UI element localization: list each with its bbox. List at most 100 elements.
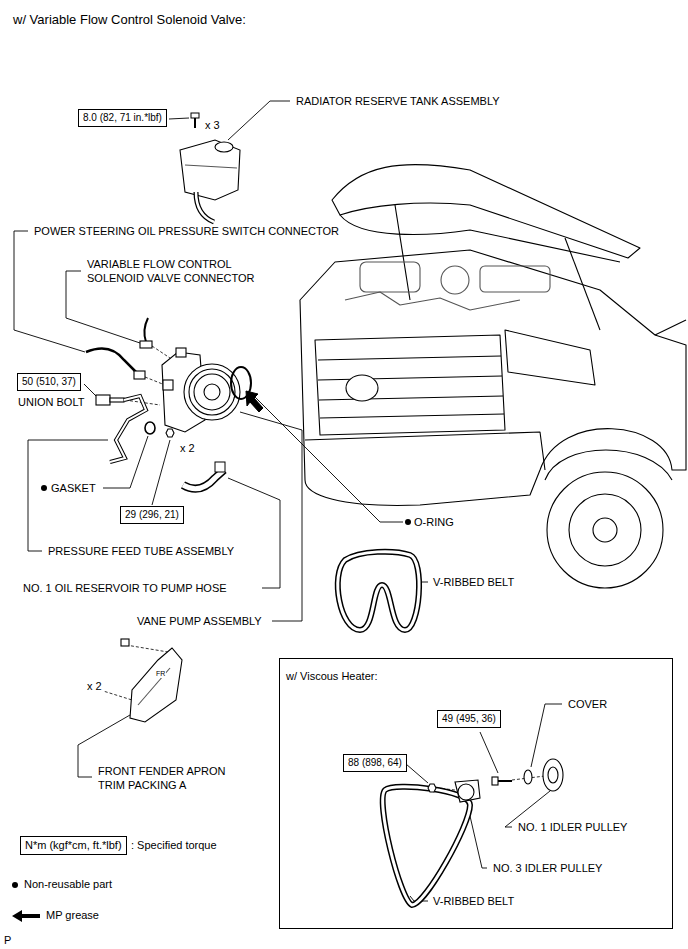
- vehicle: [305, 432, 545, 470]
- legend-entry: Non-reusable part: [10, 878, 112, 891]
- torque-box: 88 (898, 64): [343, 754, 407, 772]
- part-name: RADIATOR RESERVE TANK ASSEMBLY: [295, 95, 501, 108]
- leader-lines: [152, 440, 170, 505]
- vehicle: [505, 330, 595, 385]
- vehicle: [547, 472, 663, 588]
- vane-pump: [176, 348, 186, 357]
- torque-box: 50 (510, 37): [17, 373, 81, 391]
- radiator-reserve-tank: [185, 165, 237, 168]
- vehicle: [320, 414, 504, 418]
- vehicle: [593, 518, 617, 542]
- fender-apron-trim-packing: [95, 639, 182, 722]
- vane-pump: [162, 348, 240, 432]
- legend-entry: MP grease: [10, 909, 99, 922]
- dashed-assembly-lines: [100, 346, 545, 790]
- reservoir-hose: [183, 470, 224, 489]
- legend-text: Non-reusable part: [24, 878, 112, 891]
- node-text: N*m (kgf*cm, ft.*lbf): [25, 838, 122, 853]
- legend-symbol: [10, 910, 42, 922]
- vehicle: [300, 250, 686, 505]
- pressure-feed-tube: [110, 396, 146, 462]
- leader-lines: [240, 412, 302, 621]
- pressure-feed-tube: [110, 398, 124, 402]
- leader-lines: [169, 118, 189, 119]
- vehicle: [441, 266, 469, 294]
- radiator-reserve-tank: [196, 192, 214, 222]
- v-ribbed-belt: [338, 552, 419, 630]
- part-name: NO. 1 IDLER PULLEY: [517, 821, 628, 834]
- leader-lines: [228, 101, 290, 140]
- part-name: COVER: [567, 698, 608, 711]
- part-marking: FR: [155, 670, 166, 678]
- leader-lines: [14, 101, 562, 901]
- vehicle: [480, 266, 550, 292]
- non-reusable-dots: [41, 485, 47, 491]
- torque-box: N*m (kgf*cm, ft.*lbf): [20, 836, 127, 855]
- node-text: 8.0 (82, 71 in.*lbf): [83, 111, 162, 125]
- vane-pump: [163, 380, 173, 390]
- part-name: GASKET: [50, 482, 97, 495]
- vehicle: [340, 215, 620, 262]
- diagram-title: w/ Variable Flow Control Solenoid Valve:: [13, 12, 246, 27]
- part-name: NO. 1 OIL RESERVOIR TO PUMP HOSE: [22, 582, 228, 595]
- reservoir-hose: [215, 462, 225, 472]
- part-name: O-RING: [413, 516, 455, 529]
- legend-entry: : Specified torque: [131, 839, 217, 852]
- vehicle: [319, 396, 503, 400]
- connectors: [86, 318, 152, 379]
- connectors: [144, 318, 148, 342]
- viscous-heater-parts: [524, 770, 532, 784]
- pressure-feed-tube: [96, 395, 110, 405]
- dashed-assembly-lines: [100, 690, 132, 700]
- dashed-assembly-lines: [126, 645, 168, 652]
- dashed-assembly-lines: [152, 346, 170, 358]
- node-text: 49 (495, 36): [442, 712, 496, 726]
- fender-apron-trim-packing: [138, 668, 170, 705]
- quantity: x 2: [86, 680, 103, 693]
- viscous-heater-parts: [428, 784, 436, 792]
- vehicle: [395, 205, 410, 300]
- legend-symbol: [10, 879, 20, 891]
- part-name: PRESSURE FEED TUBE ASSEMBLY: [47, 545, 235, 558]
- vane-pump: [184, 364, 240, 420]
- vehicle: [300, 165, 686, 588]
- vehicle: [315, 335, 505, 435]
- torque-box: 8.0 (82, 71 in.*lbf): [78, 109, 167, 127]
- vehicle: [318, 376, 502, 380]
- part-name: VANE PUMP ASSEMBLY: [136, 615, 263, 628]
- non-reusable-dots: [405, 519, 411, 525]
- radiator-reserve-tank: [180, 140, 240, 200]
- vehicle: [569, 494, 641, 566]
- leader-lines: [480, 732, 498, 773]
- radiator-reserve-tank: [215, 142, 233, 152]
- connectors: [140, 341, 152, 348]
- viscous-heater-parts: [498, 780, 512, 782]
- reservoir-hose: [183, 470, 224, 489]
- pressure-feed-tube: [96, 395, 174, 462]
- pressure-feed-tube: [110, 396, 146, 462]
- pressure-feed-tube: [166, 429, 174, 437]
- leader-lines: [252, 394, 403, 522]
- legend-text: MP grease: [46, 909, 99, 922]
- node-text: 50 (510, 37): [22, 375, 76, 389]
- bolt: [191, 113, 199, 118]
- non-reusable-dot: [12, 882, 18, 888]
- part-name: V-RIBBED BELT: [432, 895, 515, 908]
- pressure-feed-tube: [145, 422, 155, 434]
- grease-arrow: [12, 910, 40, 922]
- vane-pump: [194, 374, 230, 410]
- o-ring: [246, 391, 263, 412]
- viscous-heater-parts: [543, 759, 563, 791]
- page-mark: P: [3, 934, 12, 947]
- vane-pump: [204, 384, 220, 400]
- viscous-heater-parts: [458, 784, 474, 800]
- fender-apron-trim-packing: [130, 648, 182, 722]
- vane-pump: [189, 369, 235, 415]
- reservoir-hose: [183, 462, 225, 489]
- vehicle: [655, 320, 686, 335]
- variant-panel: 49 (495, 36)88 (898, 64)w/ Viscous Heate…: [279, 658, 673, 929]
- leader-lines: [103, 436, 148, 488]
- o-ring: [231, 367, 263, 412]
